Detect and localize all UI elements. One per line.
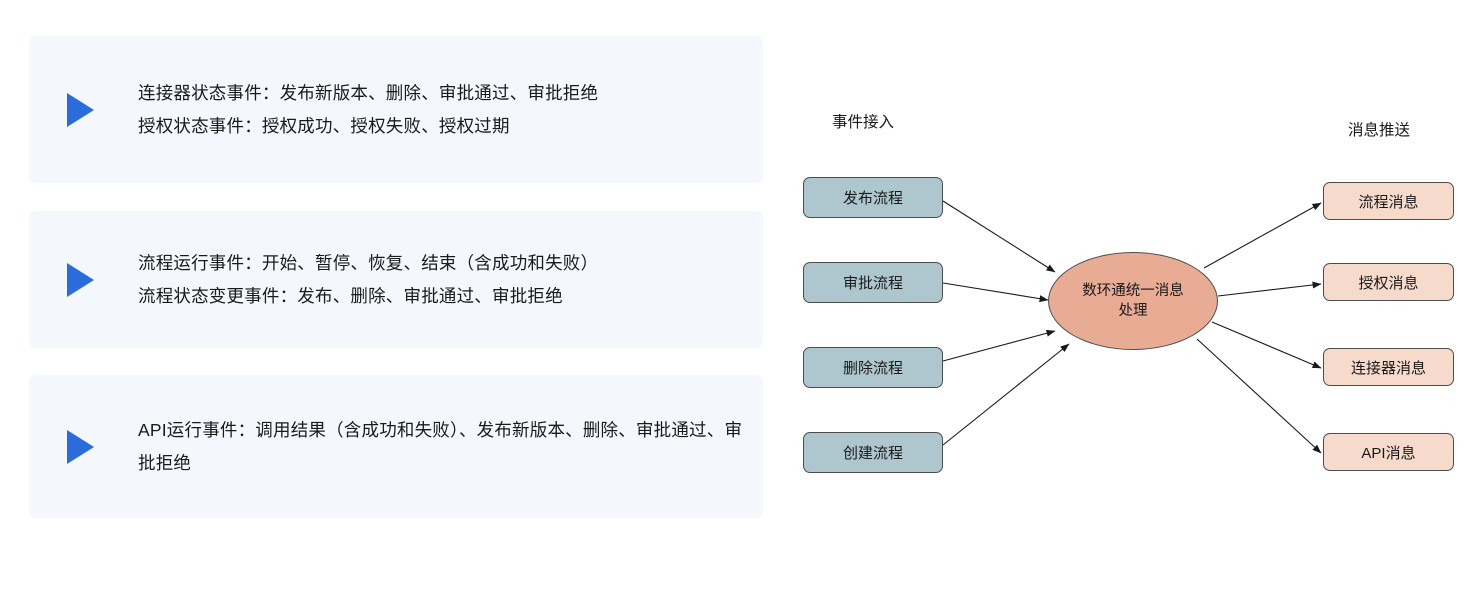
connector-hub-to-sink-2 [1217, 281, 1322, 297]
node-sink-connector-message[interactable]: 连接器消息 [1323, 348, 1454, 386]
triangle-right-icon [67, 92, 94, 127]
connector-source-4-to-hub [942, 343, 1070, 446]
heading-event-intake: 事件接入 [832, 114, 895, 131]
bullet-line: 流程状态变更事件：发布、删除、审批通过、审批拒绝 [138, 285, 563, 306]
connector-hub-to-sink-4 [1196, 338, 1322, 454]
bullet-text: API运行事件：调用结果（含成功和失败）、发布新版本、删除、审批通过、审批拒绝 [138, 414, 763, 480]
connector-source-3-to-hub [942, 329, 1056, 362]
triangle-right-icon [67, 429, 94, 464]
bullet-panel: 连接器状态事件：发布新版本、删除、审批通过、审批拒绝 授权状态事件：授权成功、授… [29, 36, 763, 183]
node-hub-unified-message-processing[interactable]: 数环通统一消息 处理 [1048, 252, 1218, 350]
bullet-line: API运行事件：调用结果（含成功和失败）、发布新版本、删除、审批通过、审批拒绝 [138, 419, 743, 473]
node-source-delete-flow[interactable]: 删除流程 [803, 347, 943, 388]
bullet-row: API运行事件：调用结果（含成功和失败）、发布新版本、删除、审批通过、审批拒绝 [29, 375, 763, 518]
bullet-line: 连接器状态事件：发布新版本、删除、审批通过、审批拒绝 [138, 82, 599, 103]
hub-label-line: 数环通统一消息 [1082, 283, 1184, 299]
bullet-panel: 流程运行事件：开始、暂停、恢复、结束（含成功和失败） 流程状态变更事件：发布、删… [29, 211, 763, 348]
diagram-connectors [942, 200, 1322, 454]
hub-label: 数环通统一消息 处理 [1082, 281, 1184, 321]
node-sink-api-message[interactable]: API消息 [1323, 433, 1454, 471]
message-flow-diagram: 事件接入 消息推送 发布流程 审批流程 删除流程 创建流程 数环通统一消息 处理… [780, 0, 1474, 594]
connector-hub-to-sink-3 [1211, 321, 1322, 369]
node-source-approval-flow[interactable]: 审批流程 [803, 262, 943, 303]
node-sink-flow-message[interactable]: 流程消息 [1323, 182, 1454, 220]
bullet-row: 连接器状态事件：发布新版本、删除、审批通过、审批拒绝 授权状态事件：授权成功、授… [29, 36, 763, 183]
node-source-create-flow[interactable]: 创建流程 [803, 432, 943, 473]
connector-source-1-to-hub [942, 200, 1056, 273]
bullet-line: 流程运行事件：开始、暂停、恢复、结束（含成功和失败） [138, 252, 599, 273]
triangle-right-icon [67, 262, 94, 297]
bullet-panel: API运行事件：调用结果（含成功和失败）、发布新版本、删除、审批通过、审批拒绝 [29, 375, 763, 518]
connector-source-2-to-hub [942, 282, 1049, 303]
heading-message-push: 消息推送 [1348, 122, 1411, 139]
bullet-line: 授权状态事件：授权成功、授权失败、授权过期 [138, 115, 510, 136]
bullet-text: 流程运行事件：开始、暂停、恢复、结束（含成功和失败） 流程状态变更事件：发布、删… [138, 247, 763, 313]
node-sink-auth-message[interactable]: 授权消息 [1323, 263, 1454, 301]
bullet-panel-list: 连接器状态事件：发布新版本、删除、审批通过、审批拒绝 授权状态事件：授权成功、授… [29, 36, 763, 518]
hub-label-line: 处理 [1118, 303, 1148, 319]
bullet-text: 连接器状态事件：发布新版本、删除、审批通过、审批拒绝 授权状态事件：授权成功、授… [138, 77, 763, 143]
bullet-row: 流程运行事件：开始、暂停、恢复、结束（含成功和失败） 流程状态变更事件：发布、删… [29, 211, 763, 348]
node-source-publish-flow[interactable]: 发布流程 [803, 177, 943, 218]
connector-hub-to-sink-1 [1203, 202, 1322, 269]
